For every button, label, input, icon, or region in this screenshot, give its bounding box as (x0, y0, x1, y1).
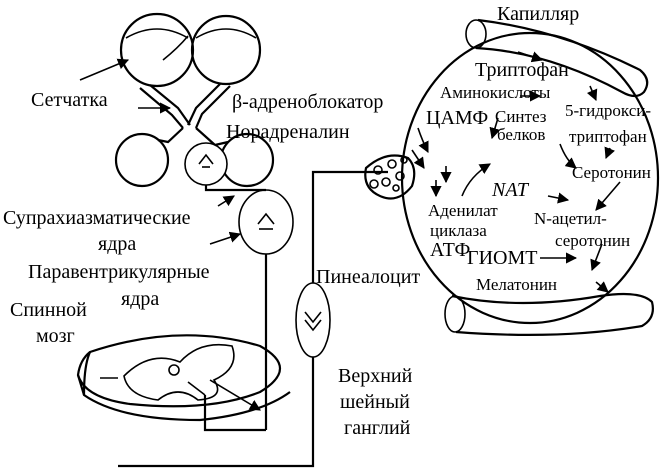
label-retina: Сетчатка (31, 89, 108, 111)
pvn-nucleus (238, 189, 294, 255)
label-scn-2: ядра (98, 233, 136, 255)
label-adenylate-2: циклаза (430, 221, 487, 240)
pinealocyte-cell (364, 18, 660, 337)
label-spinal-1: Спинной (10, 299, 87, 321)
label-protein-synthesis-2: белков (497, 125, 545, 144)
label-atp: АТФ (430, 239, 470, 261)
neural-pathway (118, 170, 388, 468)
label-noradrenaline: Норадреналин (226, 121, 350, 143)
label-melatonin: Мелатонин (476, 275, 557, 294)
spinal-cord-illustration (76, 334, 291, 422)
eyes-illustration (114, 12, 275, 188)
label-hydroxy-1: 5-гидрокси- (565, 101, 651, 120)
label-nat: NAT (491, 179, 530, 201)
label-ganglion-2: шейный (340, 391, 410, 413)
label-ganglion-3: ганглий (344, 417, 411, 439)
label-hiomt: ГИОМТ (467, 247, 537, 269)
label-protein-synthesis-1: Синтез (495, 107, 547, 126)
label-adenylate-1: Аденилат (428, 201, 498, 220)
label-pvn-1: Паравентрикулярные (28, 261, 210, 283)
label-hydroxy-2: триптофан (569, 127, 647, 146)
label-pvn-2: ядра (121, 288, 159, 310)
label-camp: ЦАМФ (426, 107, 488, 129)
label-spinal-2: мозг (36, 325, 75, 347)
label-acetyl-1: N-ацетил- (534, 209, 607, 228)
label-amino-acids: Аминокислоты (440, 83, 551, 102)
label-acetyl-2: серотонин (555, 231, 630, 250)
label-pointers (79, 58, 429, 411)
label-pinealocyte: Пинеалоцит (316, 266, 420, 288)
ganglion-symbol (295, 282, 331, 358)
label-capillary: Капилляр (497, 3, 579, 25)
label-serotonin: Серотонин (572, 163, 651, 182)
label-ganglion-1: Верхний (338, 365, 413, 387)
label-beta-blocker: β-адреноблокатор (232, 91, 383, 113)
label-scn-1: Супрахиазматические (3, 207, 191, 229)
label-tryptophan: Триптофан (475, 59, 569, 81)
